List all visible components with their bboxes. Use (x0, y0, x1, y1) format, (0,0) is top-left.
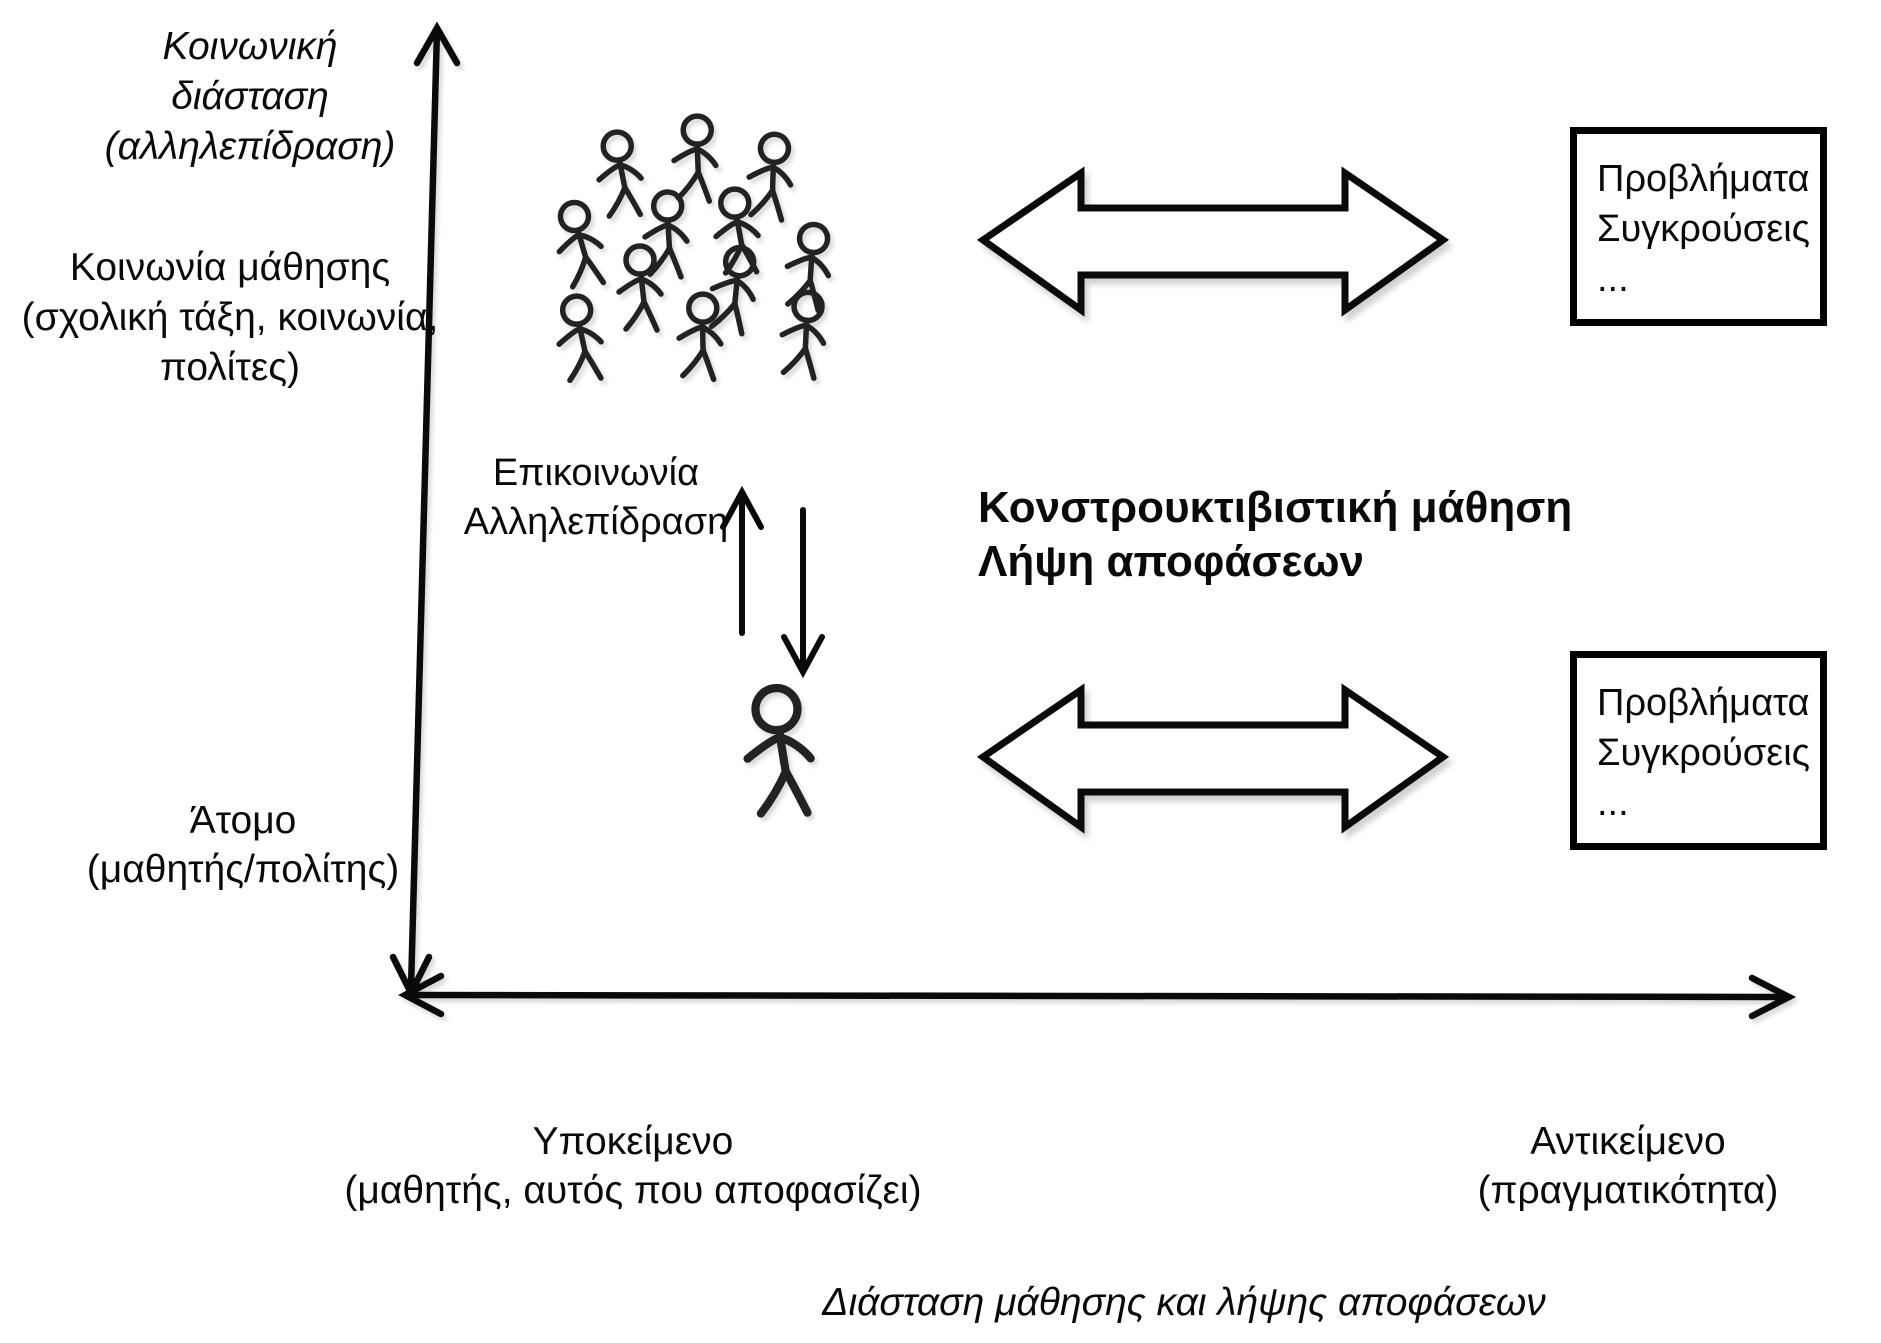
figure-caption: Διάσταση μάθησης και λήψης αποφάσεων (822, 1281, 1546, 1324)
down-arrow-icon (781, 507, 825, 679)
crowd-icon (551, 115, 836, 382)
central-heading: Κονστρουκτιβιστική μάθηση Λήψη αποφάσεων (978, 483, 1573, 586)
y-axis-title: Κοινωνική διάσταση (αλληλεπίδραση) (104, 25, 396, 168)
person-icon (744, 686, 814, 815)
problems-box-top: Προβλήματα Συγκρούσεις ... (1570, 127, 1827, 326)
x-axis-left-arrowhead-icon (398, 972, 445, 1018)
up-arrow-icon (720, 485, 764, 636)
society-label: Κοινωνία μάθησης (σχολική τάξη, κοινωνία… (21, 246, 439, 389)
y-axis-up-arrowhead-icon (413, 21, 461, 67)
communication-label: Επικοινωνία Αλληλεπίδραση (463, 452, 729, 544)
object-label: Αντικείμενο (πραγματικότητα) (1477, 1120, 1779, 1212)
double-arrow-bottom-icon (983, 690, 1443, 827)
x-axis-right-arrowhead-icon (1748, 974, 1797, 1020)
individual-label: Άτομο (μαθητής/πολίτης) (86, 799, 400, 891)
x-axis-line (398, 972, 1797, 1020)
problems-box-bottom: Προβλήματα Συγκρούσεις ... (1570, 651, 1827, 850)
subject-label: Υποκείμενο (μαθητής, αυτός που αποφασίζε… (344, 1120, 922, 1212)
double-arrow-top-icon (983, 173, 1443, 310)
